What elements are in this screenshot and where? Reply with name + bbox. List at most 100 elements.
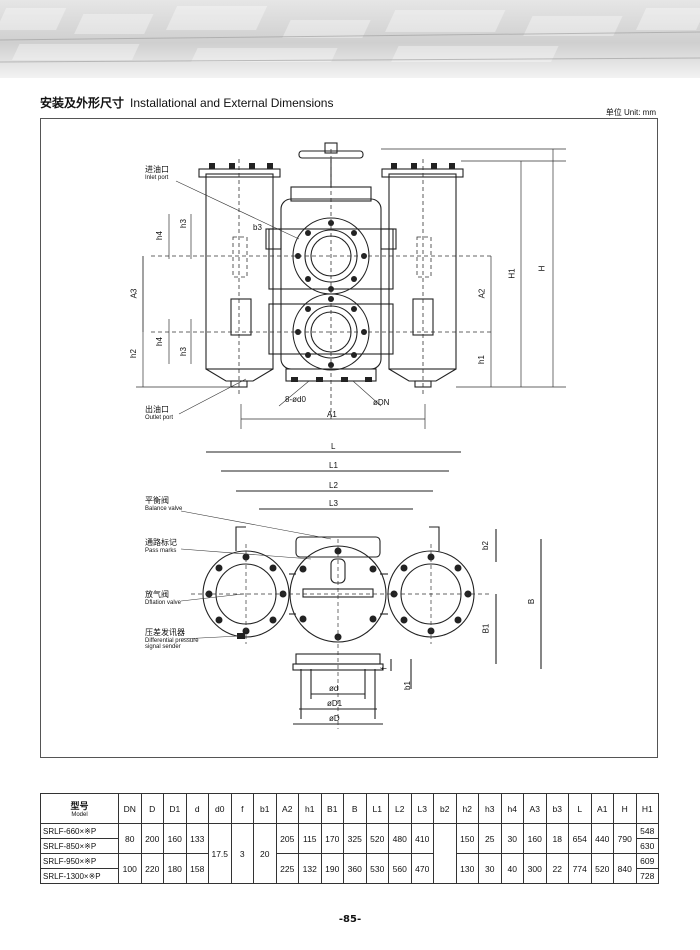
table-cell: 300 — [523, 853, 547, 884]
dim-holes: 8-ød0 — [285, 395, 306, 404]
table-cell-empty — [433, 823, 457, 884]
table-cell: 470 — [410, 853, 434, 884]
header-model: 型号 Model — [40, 793, 119, 824]
banner-decoration — [0, 6, 700, 63]
dim-b3: b3 — [253, 223, 262, 232]
outlet-port-label: 出油口 Outlet port — [145, 405, 174, 421]
dim-L1: L1 — [329, 461, 338, 470]
table-cell: 180 — [163, 853, 187, 884]
header-cell: f — [230, 793, 254, 824]
table-cell: 410 — [410, 823, 434, 854]
dim-A1: A1 — [327, 410, 337, 419]
table-row: SRLF-660×※P 80 200 160 133 17.5 3 20 205… — [40, 823, 659, 884]
table-cell: 133 — [185, 823, 209, 854]
table-cell: 160 — [523, 823, 547, 854]
dim-A3: A3 — [129, 288, 139, 299]
table-cell: 22 — [545, 853, 569, 884]
unit-note: 单位 Unit: mm — [605, 108, 656, 117]
table-cell: 170 — [320, 823, 344, 854]
dim-L2: L2 — [329, 481, 338, 490]
left-housing — [205, 173, 274, 370]
table-row: SRLF-950×※P 100 220 180 158 225 132 190 … — [40, 853, 659, 884]
dim-H1: H1 — [507, 268, 517, 279]
header-banner — [0, 0, 700, 78]
balance-valve-label: 平衡阀 Balance valve — [145, 496, 183, 512]
dim-b1: b1 — [402, 681, 412, 690]
header-cell: b3 — [545, 793, 569, 824]
model-cell: SRLF-950×※P — [40, 853, 119, 869]
table-cell: 630 — [635, 838, 659, 854]
dim-d: ød — [329, 684, 339, 693]
header-cell: H1 — [635, 793, 659, 824]
header-cell: h2 — [455, 793, 479, 824]
header-cell: H — [613, 793, 637, 824]
table-header-row: 型号 Model DN D D1 d d0 f b1 A2 h1 B1 B L1… — [40, 793, 659, 824]
inlet-port-label: 进油口 Inlet port — [145, 165, 169, 181]
dim-H: H — [537, 265, 547, 272]
table-cell: 30 — [500, 823, 524, 854]
table-cell: 25 — [478, 823, 502, 854]
table-cell: 100 — [118, 853, 142, 884]
technical-drawing: 进油口 Inlet port 出油口 Outlet port 平衡阀 Balan… — [40, 118, 658, 758]
table-cell: 560 — [388, 853, 412, 884]
dim-D: øD — [329, 714, 340, 723]
header-cell: D1 — [163, 793, 187, 824]
header-cell: d — [185, 793, 209, 824]
header-cell: B — [343, 793, 367, 824]
dim-A2: A2 — [477, 288, 487, 299]
header-cell: h3 — [478, 793, 502, 824]
table-cell: 18 — [545, 823, 569, 854]
header-cell: L2 — [388, 793, 412, 824]
table-cell: 17.5 — [208, 823, 232, 884]
header-cell: A3 — [523, 793, 547, 824]
table-cell: 40 — [500, 853, 524, 884]
table-cell: 150 — [455, 823, 479, 854]
header-cell: b2 — [433, 793, 457, 824]
table-cell: 520 — [590, 853, 614, 884]
model-cell: SRLF-850×※P — [40, 838, 119, 854]
header-cell: A1 — [590, 793, 614, 824]
dim-f: f — [379, 667, 389, 670]
header-cell: B1 — [320, 793, 344, 824]
table-cell: 530 — [365, 853, 389, 884]
table-cell: 30 — [478, 853, 502, 884]
header-cell: L — [568, 793, 592, 824]
table-cell: 130 — [455, 853, 479, 884]
dim-h1: h1 — [476, 355, 486, 364]
section-title: 安装及外形尺寸 Installational and External Dimen… — [40, 94, 333, 111]
table-cell: 115 — [298, 823, 322, 854]
table-cell: 654 — [568, 823, 592, 854]
dim-B1: B1 — [481, 623, 491, 634]
table-cell: 205 — [275, 823, 299, 854]
table-cell: 480 — [388, 823, 412, 854]
header-cell: D — [140, 793, 164, 824]
table-cell: 728 — [635, 868, 659, 884]
table-cell: 548 — [635, 823, 659, 839]
table-cell: 440 — [590, 823, 614, 854]
table-cell: 20 — [253, 823, 277, 884]
outlet-base-flange — [292, 663, 384, 671]
table-cell: 132 — [298, 853, 322, 884]
table-cell: 160 — [163, 823, 187, 854]
table-cell: 220 — [140, 853, 164, 884]
header-cell: L3 — [410, 793, 434, 824]
table-cell: 3 — [230, 823, 254, 884]
drawing-svg — [136, 142, 566, 729]
dimensions-table: 型号 Model DN D D1 d d0 f b1 A2 h1 B1 B L1… — [40, 793, 659, 884]
header-cell: h4 — [500, 793, 524, 824]
dim-DN: øDN — [373, 398, 390, 407]
header-cell: DN — [118, 793, 142, 824]
title-zh: 安装及外形尺寸 — [40, 96, 125, 110]
table-cell: 790 — [613, 823, 637, 854]
dim-L3: L3 — [329, 499, 338, 508]
table-row: SRLF-1300×※P 728 — [40, 868, 659, 884]
dim-h4-top: h4 — [154, 231, 164, 240]
table-cell: 325 — [343, 823, 367, 854]
table-row: SRLF-850×※P 630 — [40, 838, 659, 854]
header-cell: b1 — [253, 793, 277, 824]
pass-marks-label: 通路标记 Pass marks — [145, 538, 177, 554]
title-en: Installational and External Dimensions — [130, 96, 334, 110]
dim-B: B — [527, 598, 537, 605]
pressure-sender-label: 压差发讯器 Differential pressure signal sende… — [145, 628, 199, 651]
table-cell: 520 — [365, 823, 389, 854]
